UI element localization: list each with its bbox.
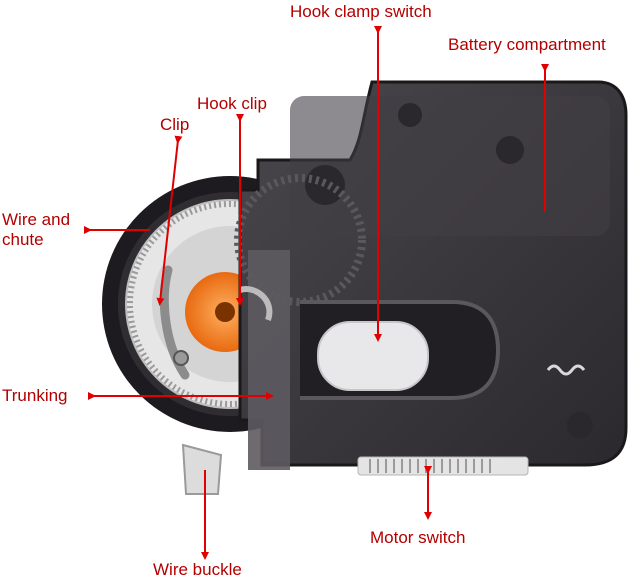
arrow-clip — [156, 135, 183, 306]
label-battery-compartment: Battery compartment — [448, 35, 606, 54]
device-body — [234, 80, 628, 476]
label-hook-clip: Hook clip — [197, 94, 267, 113]
label-clip: Clip — [160, 115, 190, 134]
callout-arrows — [84, 26, 549, 560]
label-wire-buckle: Wire buckle — [153, 560, 242, 579]
wire-buckle-tab — [181, 443, 223, 495]
label-wire-and-chute: Wire and chute — [2, 210, 71, 249]
label-motor-switch: Motor switch — [370, 528, 466, 547]
label-hook-clamp-switch: Hook clamp switch — [290, 2, 432, 21]
label-trunking: Trunking — [2, 386, 68, 405]
slider-button — [317, 321, 429, 391]
